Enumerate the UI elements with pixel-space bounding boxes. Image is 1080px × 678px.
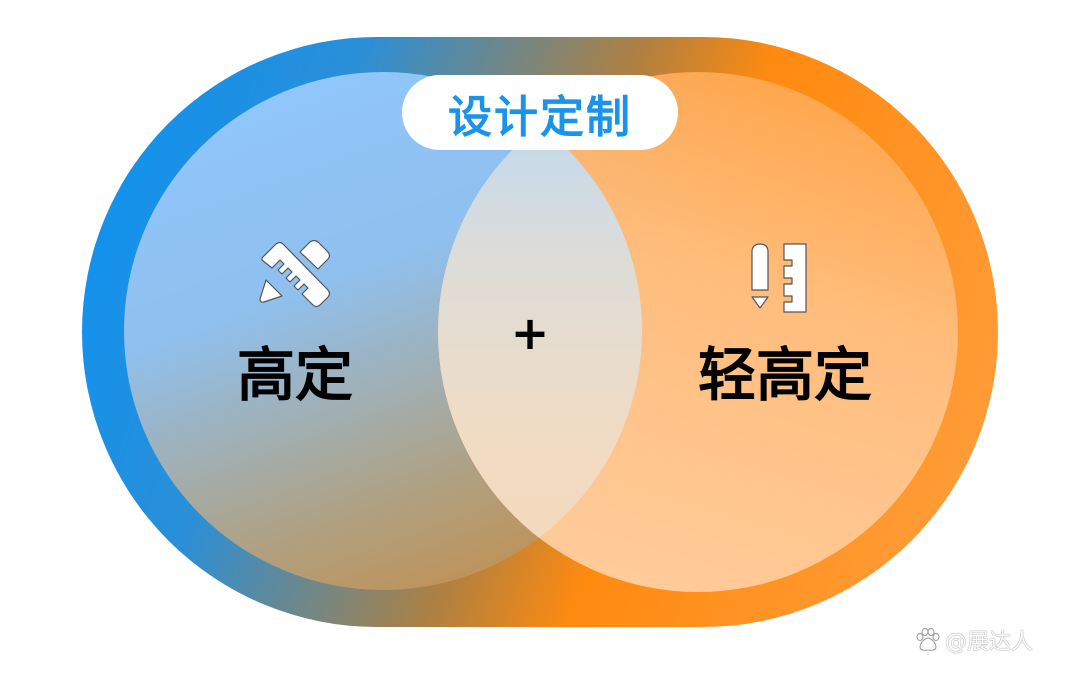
pencil-ruler-crossed-icon — [259, 239, 331, 308]
title-text: 设计定制 — [448, 91, 632, 143]
overlap-region — [438, 72, 958, 592]
watermark-text: @展达人 — [945, 630, 1034, 655]
right-label: 轻高定 — [697, 341, 873, 409]
left-label: 高定 — [236, 341, 354, 409]
baidu-paw-logo-icon — [916, 628, 940, 651]
watermark: @展达人 — [915, 624, 1033, 656]
plus-operator: + — [510, 306, 550, 360]
pencil-ruler-side-icon — [751, 243, 807, 313]
title-badge: 设计定制 — [402, 75, 678, 150]
